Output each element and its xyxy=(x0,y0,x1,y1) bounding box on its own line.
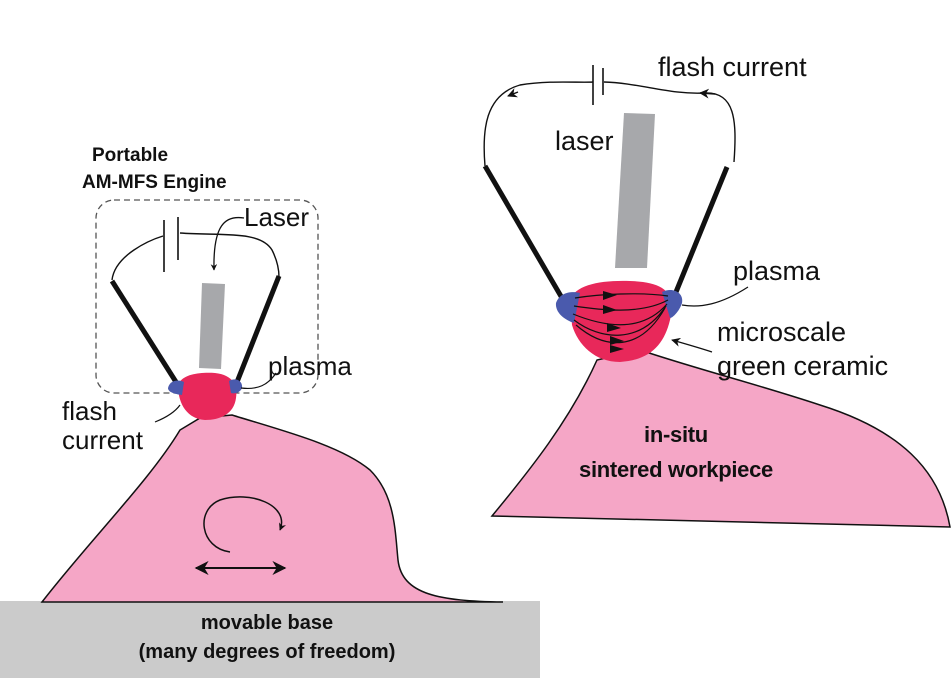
flow-line xyxy=(573,299,669,311)
left-electrode-b xyxy=(234,275,282,383)
right-laser-label: laser xyxy=(555,126,614,156)
left-workpiece xyxy=(40,414,504,603)
base-label-line2: (many degrees of freedom) xyxy=(139,641,396,663)
flow-arrowheads xyxy=(603,291,624,353)
flow-line xyxy=(574,293,669,299)
ceramic-label-line1: microscale xyxy=(717,317,846,347)
current-direction-arrow-right xyxy=(699,88,716,99)
flow-arrowhead-icon xyxy=(610,336,624,345)
rotation-arrow-icon xyxy=(203,496,286,553)
right-workpiece xyxy=(490,349,951,528)
workpiece-label-line1: in-situ xyxy=(644,422,708,447)
right-panel: flash current laser plasma microscale gr… xyxy=(482,52,951,528)
right-melt-blob xyxy=(570,280,672,362)
flash-flow-lines xyxy=(572,293,669,344)
movable-base xyxy=(0,601,540,678)
left-melt-blob xyxy=(178,372,237,420)
flow-arrowhead-icon xyxy=(607,323,621,332)
left-plasma-b xyxy=(229,379,243,394)
right-flash-current-label: flash current xyxy=(658,52,807,82)
right-plasma-leader xyxy=(681,286,749,307)
right-plasma-a xyxy=(555,292,580,323)
flow-line xyxy=(575,307,666,344)
workpiece-label-line2: sintered workpiece xyxy=(579,457,773,482)
ceramic-label-line2: green ceramic xyxy=(717,351,888,381)
right-circuit-wire-left xyxy=(483,81,594,167)
left-flash-label-line2: current xyxy=(62,425,144,455)
left-flash-leader xyxy=(154,404,181,423)
left-plasma-label: plasma xyxy=(268,351,352,381)
flow-arrowhead-icon xyxy=(603,305,617,314)
right-electrode-a xyxy=(482,164,565,300)
right-laser-beam xyxy=(615,113,655,268)
left-panel: Portable AM-MFS Engine Laser plasma flas… xyxy=(0,145,540,678)
left-laser-label: Laser xyxy=(244,202,309,232)
right-plasma-b xyxy=(662,290,683,318)
current-direction-arrow-left xyxy=(507,88,519,98)
right-electrode-b xyxy=(673,166,730,293)
engine-title-line2: AM-MFS Engine xyxy=(82,172,227,193)
ceramic-pointer xyxy=(671,337,713,353)
left-plasma-leader xyxy=(240,372,277,390)
left-laser-pointer xyxy=(210,216,245,271)
flow-line xyxy=(573,305,667,336)
left-circuit-wire-right xyxy=(179,232,280,278)
right-plasma-label: plasma xyxy=(733,256,821,286)
left-plasma-a xyxy=(168,380,184,395)
left-circuit-wire-left xyxy=(111,235,164,281)
engine-title-line1: Portable xyxy=(92,145,168,166)
flow-arrowhead-icon xyxy=(603,291,617,300)
left-electrode-a xyxy=(109,279,179,384)
flow-line xyxy=(572,303,668,326)
flow-arrowhead-icon xyxy=(610,345,624,353)
left-laser-beam xyxy=(199,283,225,369)
base-label-line1: movable base xyxy=(201,612,333,634)
left-flash-label-line1: flash xyxy=(62,396,117,426)
